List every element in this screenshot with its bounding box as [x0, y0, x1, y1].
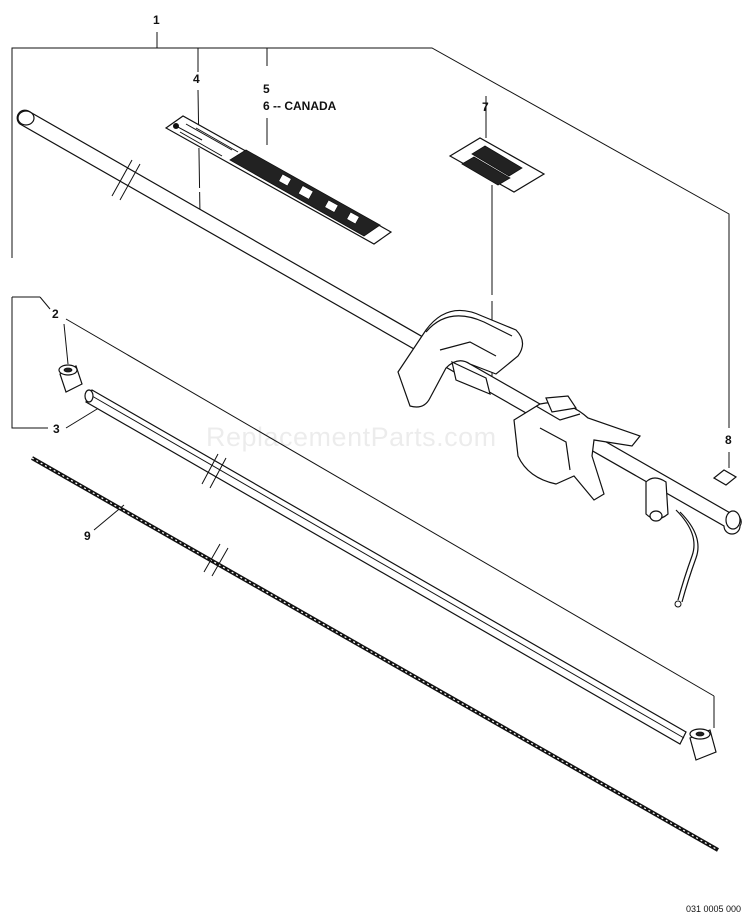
- callout-6-canada: 6 -- CANADA: [263, 99, 337, 113]
- callout-3: 3: [53, 422, 60, 436]
- drive-cable: [31, 456, 719, 852]
- callout-9: 9: [84, 529, 91, 543]
- liner-tube: [84, 389, 687, 745]
- handle-bracket: [397, 309, 524, 408]
- throttle-handle: [513, 395, 699, 608]
- shaft-tube: [16, 109, 742, 535]
- bushing-bottom: [689, 728, 717, 761]
- warning-decal: [164, 115, 393, 245]
- watermark: ReplacementParts.com: [206, 422, 497, 452]
- bushing-top: [58, 364, 83, 393]
- id-plate: [712, 469, 738, 486]
- callout-1: 1: [153, 13, 160, 27]
- callout-7: 7: [482, 100, 489, 114]
- callout-2: 2: [52, 307, 59, 321]
- drawing-code: 031 0005 000: [686, 904, 741, 914]
- callout-5: 5: [263, 82, 270, 96]
- instruction-label: [448, 137, 546, 193]
- leader-lines: [11, 32, 730, 728]
- callout-8: 8: [725, 433, 732, 447]
- callout-4: 4: [193, 72, 200, 86]
